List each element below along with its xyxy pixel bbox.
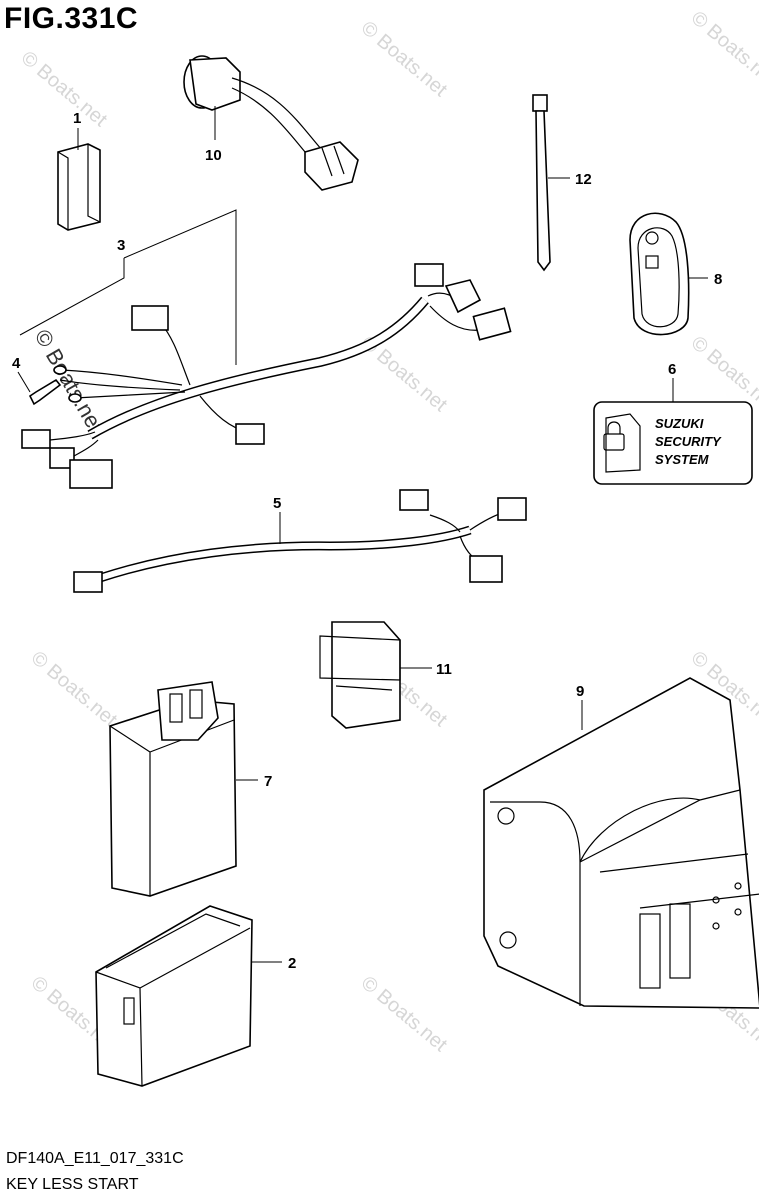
callout-6: 6 — [668, 361, 676, 378]
figure-name: KEY LESS START — [6, 1176, 139, 1193]
callout-11: 11 — [436, 661, 452, 678]
part-8-key-fob: 8 — [629, 212, 722, 336]
part-2-holder-tray: 2 — [95, 905, 296, 1087]
part-11-switch: 11 — [319, 621, 452, 729]
watermark: © Boats.net — [357, 17, 452, 101]
part-5-sub-harness: 5 — [73, 489, 527, 593]
callout-7: 7 — [264, 773, 272, 790]
figure-code: DF140A_E11_017_331C — [6, 1150, 184, 1167]
watermark: © Boats.net — [17, 47, 112, 131]
part-6-security-label: SUZUKI SECURITY SYSTEM 6 — [593, 361, 753, 485]
security-label-line2: SECURITY — [655, 434, 722, 449]
callout-12: 12 — [575, 171, 592, 188]
callout-4: 4 — [12, 355, 21, 372]
callout-8: 8 — [714, 271, 722, 288]
watermark: © Boats.net — [357, 972, 452, 1056]
callout-2: 2 — [288, 955, 296, 972]
part-4-pin: 4 — [12, 355, 62, 406]
security-label-line1: SUZUKI — [655, 416, 704, 431]
part-10-pigtail-harness: 10 — [183, 55, 359, 191]
part-9-bracket: 9 — [483, 677, 759, 1009]
part-3-main-harness: 3 — [19, 209, 512, 489]
part-7-control-module: 7 — [109, 681, 272, 897]
callout-1: 1 — [73, 110, 81, 127]
watermark: © Boats.net — [27, 647, 122, 731]
security-label-line3: SYSTEM — [655, 452, 710, 467]
part-1-label-card: 1 — [57, 110, 101, 231]
callout-9: 9 — [576, 683, 584, 700]
callout-10: 10 — [205, 147, 222, 164]
callout-5: 5 — [273, 495, 281, 512]
watermark: © Boats.net — [687, 7, 759, 91]
figure-title: FIG.331C — [4, 2, 139, 35]
callout-3: 3 — [117, 237, 125, 254]
part-12-cable-tie: 12 — [532, 94, 592, 272]
